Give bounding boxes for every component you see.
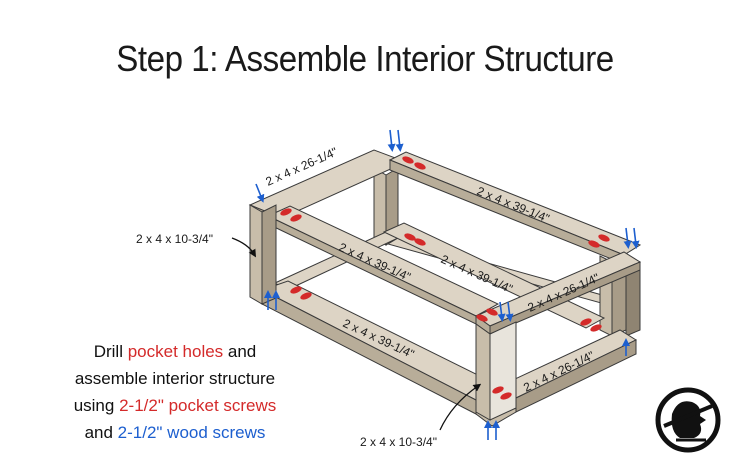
pocket-screws-text: 2-1/2" pocket screws (119, 396, 277, 415)
screw-arrows (255, 129, 640, 440)
left-leg (249, 204, 277, 305)
label-left-leg: 2 x 4 x 10-3/4" (136, 232, 213, 246)
instructions-line-1: Drill pocket holes and (93, 342, 257, 361)
pocket-holes-text: pocket holes (127, 342, 224, 361)
label-front-leg: 2 x 4 x 10-3/4" (360, 435, 437, 449)
instructions-text: Drill pocket holes and assemble interior… (30, 338, 320, 446)
instructions-line-4: and 2-1/2" wood screws (84, 423, 266, 442)
top-front-rail (474, 251, 642, 335)
woodworker-logo-icon (655, 387, 721, 453)
wood-screws-text: 2-1/2" wood screws (117, 423, 266, 442)
pocket-holes (280, 156, 610, 400)
page-title: Step 1: Assemble Interior Structure (116, 38, 614, 79)
instructions-line-3: using 2-1/2" pocket screws (73, 396, 277, 415)
instructions-line-2: assemble interior structure (74, 369, 276, 388)
leader-lines (231, 237, 482, 431)
front-leg (475, 321, 517, 421)
mid-rail-left (266, 205, 500, 325)
top-right-rail (388, 151, 642, 265)
